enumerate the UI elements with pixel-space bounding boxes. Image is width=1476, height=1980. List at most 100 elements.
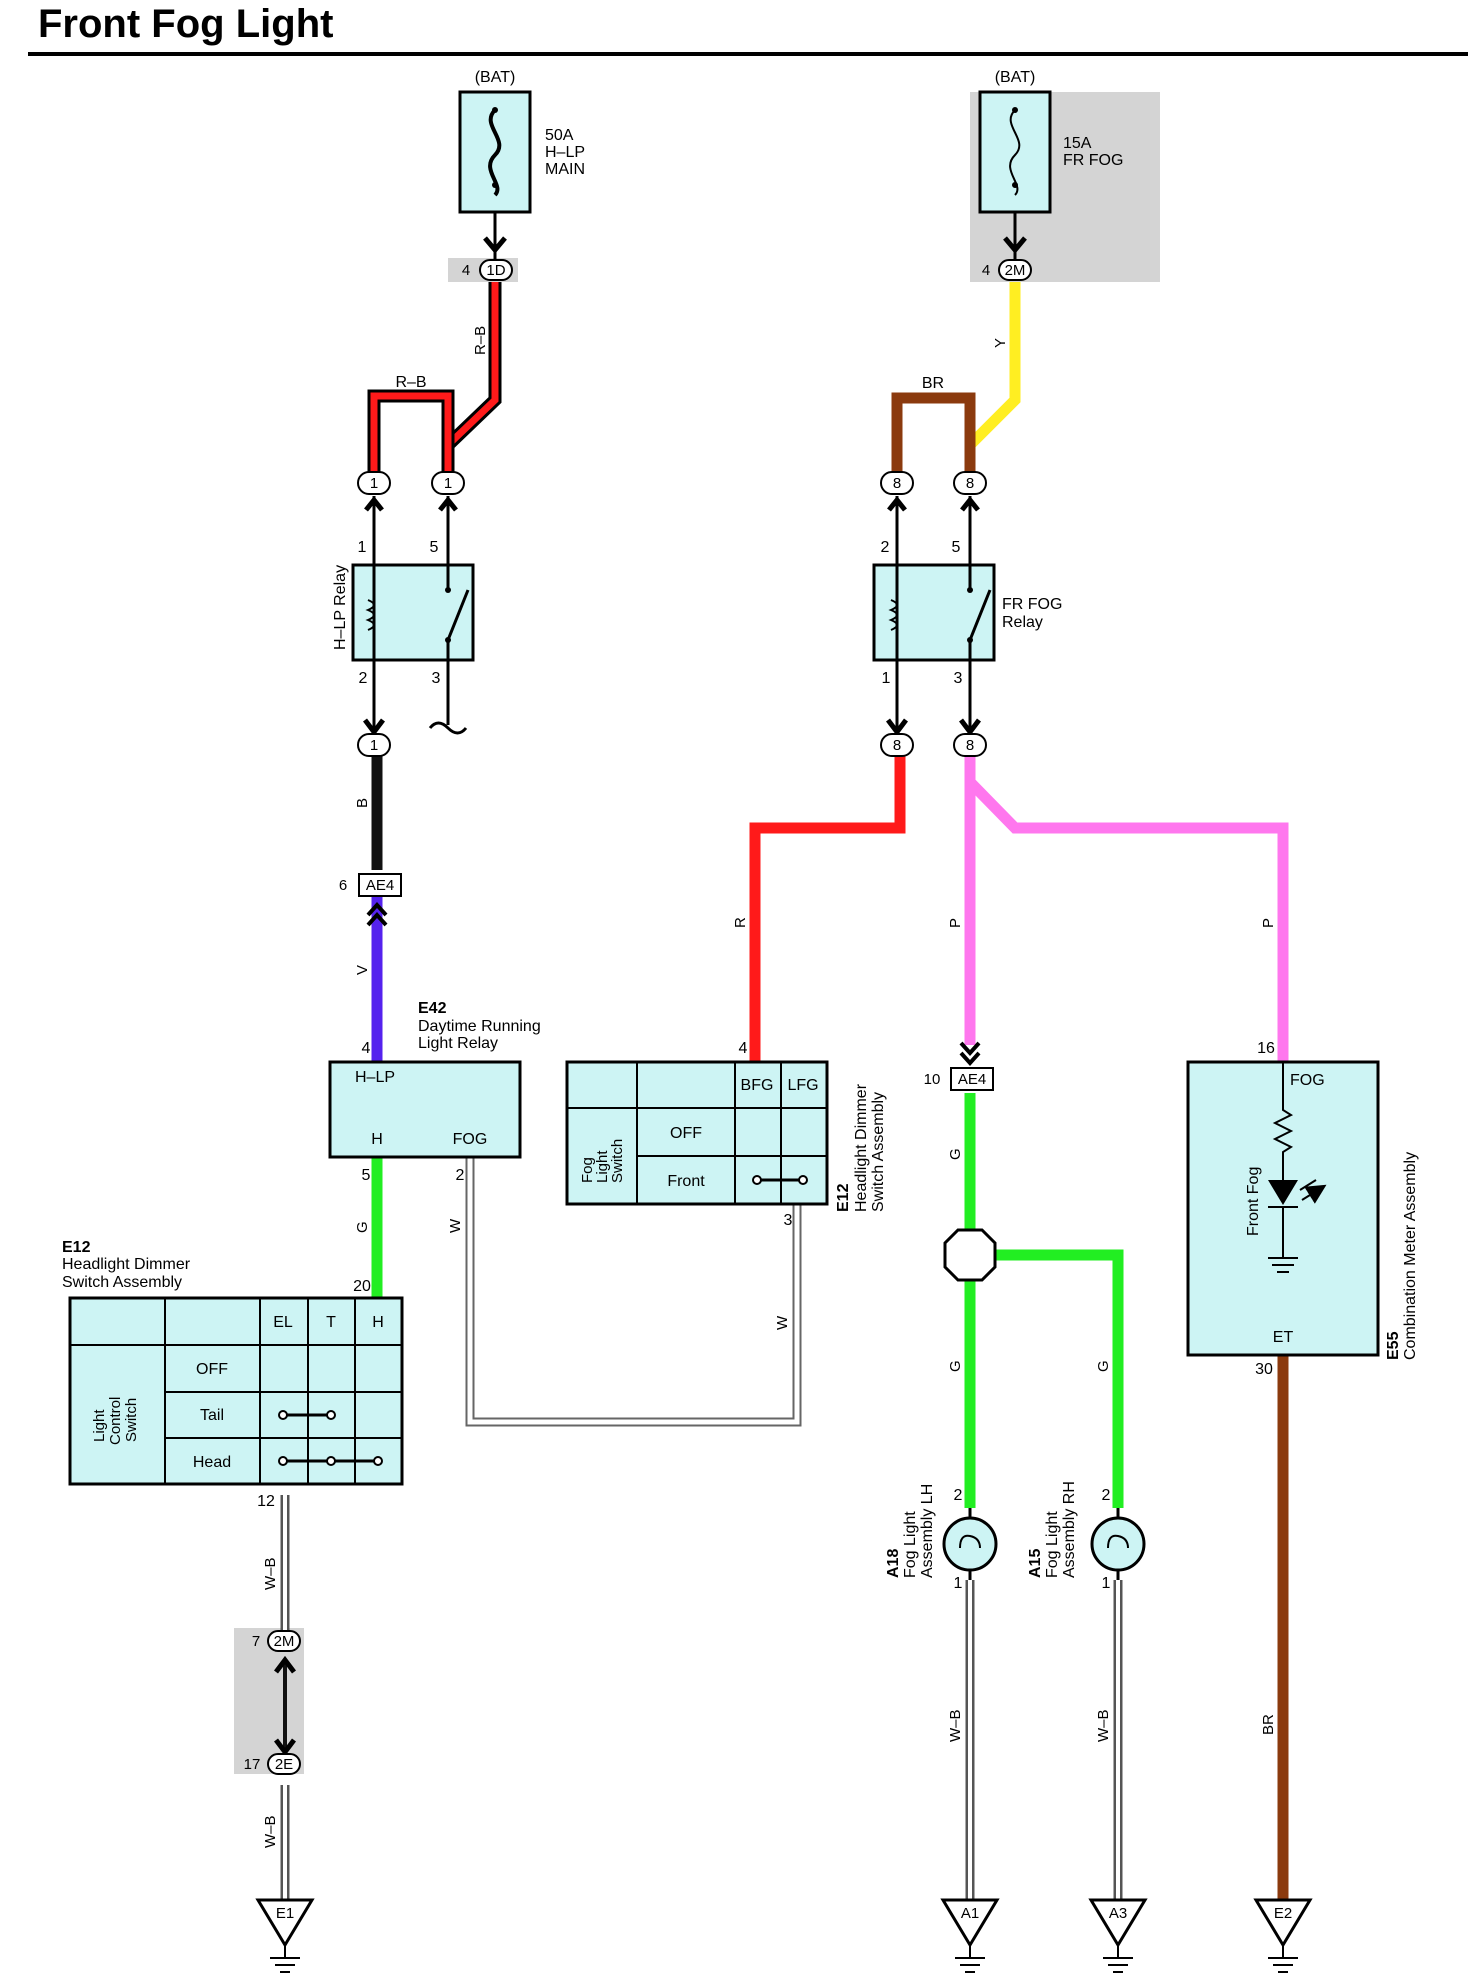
svg-text:G: G xyxy=(947,1360,964,1372)
svg-text:B: B xyxy=(354,798,371,808)
svg-text:OFF: OFF xyxy=(670,1125,702,1142)
svg-text:1: 1 xyxy=(370,475,378,492)
svg-text:W–B: W–B xyxy=(262,1557,279,1590)
svg-text:12: 12 xyxy=(257,1493,275,1510)
svg-text:5: 5 xyxy=(952,539,961,556)
svg-text:E12: E12 xyxy=(62,1239,91,1256)
svg-text:5: 5 xyxy=(362,1167,371,1184)
fog-light-rh: 2 1 A15 Fog Light Assembly RH xyxy=(1027,1481,1146,1592)
svg-text:E42: E42 xyxy=(418,1000,447,1017)
svg-text:5: 5 xyxy=(430,539,439,556)
svg-text:A1: A1 xyxy=(961,1905,979,1922)
fuse-15a: (BAT) 15A FR FOG xyxy=(978,69,1123,214)
ground-a1: A1 xyxy=(940,1898,1000,1973)
svg-text:1: 1 xyxy=(882,670,891,687)
svg-text:ET: ET xyxy=(1273,1329,1294,1346)
svg-text:(BAT): (BAT) xyxy=(475,69,516,86)
svg-text:Head: Head xyxy=(193,1454,231,1471)
svg-text:17: 17 xyxy=(244,1756,261,1773)
svg-text:P: P xyxy=(1260,918,1277,928)
svg-text:2: 2 xyxy=(1102,1487,1111,1504)
svg-text:Assembly RH: Assembly RH xyxy=(1061,1481,1078,1578)
svg-text:Light Relay: Light Relay xyxy=(418,1035,498,1052)
svg-text:Headlight Dimmer: Headlight Dimmer xyxy=(62,1256,191,1273)
svg-text:E1: E1 xyxy=(276,1905,294,1922)
wire-labels: R–B R–B Y BR B V R P P G W W G G G W–B W… xyxy=(262,326,1277,1848)
svg-text:BR: BR xyxy=(922,375,944,392)
svg-text:G: G xyxy=(354,1221,371,1233)
svg-text:H: H xyxy=(371,1131,383,1148)
svg-text:15A: 15A xyxy=(1063,135,1092,152)
svg-text:Switch Assembly: Switch Assembly xyxy=(62,1274,182,1291)
svg-text:2: 2 xyxy=(456,1167,465,1184)
svg-text:1: 1 xyxy=(1102,1575,1111,1592)
svg-text:V: V xyxy=(354,965,371,975)
page-title: Front Fog Light xyxy=(38,2,334,46)
conn-1d: 1D 4 xyxy=(462,236,513,281)
conn-2m-top: 2M 4 xyxy=(982,236,1032,281)
svg-text:Relay: Relay xyxy=(1002,614,1043,631)
svg-text:(BAT): (BAT) xyxy=(995,69,1036,86)
wire-r xyxy=(749,755,906,1062)
fog-light-lh: 2 1 A18 Fog Light Assembly LH xyxy=(885,1484,998,1592)
svg-text:3: 3 xyxy=(784,1212,793,1229)
wire-br-loop xyxy=(891,392,976,472)
svg-text:1: 1 xyxy=(370,737,378,754)
svg-text:1D: 1D xyxy=(486,262,505,279)
wire-y xyxy=(964,282,1021,472)
svg-text:2: 2 xyxy=(954,1487,963,1504)
conn-2m-bottom: 2M 7 xyxy=(252,1630,301,1674)
svg-text:AE4: AE4 xyxy=(366,877,394,894)
svg-text:Light: Light xyxy=(91,1409,108,1442)
svg-text:Switch: Switch xyxy=(123,1398,140,1442)
wire-p xyxy=(964,755,1289,1062)
svg-text:20: 20 xyxy=(353,1278,371,1295)
fuse-50a: (BAT) 50A H–LP MAIN xyxy=(458,69,585,214)
svg-text:FR FOG: FR FOG xyxy=(1002,596,1062,613)
fog-light-switch: 4 BFG LFG OFF Front Fog Light Switch 3 E… xyxy=(565,1040,887,1229)
svg-text:8: 8 xyxy=(893,475,901,492)
combination-meter: 16 FOG Front Fog ET 30 E55 Combination M… xyxy=(1186,1040,1419,1378)
conn-2m-2e-shade xyxy=(234,1628,304,1774)
svg-text:7: 7 xyxy=(252,1633,260,1650)
svg-text:E55: E55 xyxy=(1385,1331,1402,1360)
svg-text:10: 10 xyxy=(924,1071,941,1088)
svg-text:Y: Y xyxy=(992,338,1009,348)
ground-a3: A3 xyxy=(1088,1898,1148,1973)
svg-text:1: 1 xyxy=(444,475,452,492)
splice-junction xyxy=(943,1228,997,1282)
svg-text:1: 1 xyxy=(954,1575,963,1592)
svg-text:G: G xyxy=(1095,1360,1112,1372)
svg-text:Front Fog: Front Fog xyxy=(1245,1167,1262,1236)
svg-text:8: 8 xyxy=(966,475,974,492)
svg-text:Tail: Tail xyxy=(200,1407,224,1424)
svg-text:8: 8 xyxy=(893,737,901,754)
svg-text:A18: A18 xyxy=(885,1549,902,1578)
fog-relay: 8 8 2 5 FR FOG Relay 1 3 8 8 xyxy=(872,471,1062,757)
svg-text:2: 2 xyxy=(359,670,368,687)
svg-text:R–B: R–B xyxy=(395,374,426,391)
svg-text:AE4: AE4 xyxy=(958,1071,986,1088)
svg-text:Light: Light xyxy=(594,1150,611,1183)
svg-text:A15: A15 xyxy=(1027,1549,1044,1578)
svg-text:H: H xyxy=(372,1314,384,1331)
svg-text:E2: E2 xyxy=(1274,1905,1292,1922)
svg-text:W–B: W–B xyxy=(947,1709,964,1742)
svg-text:2M: 2M xyxy=(1005,262,1026,279)
svg-text:H–LP: H–LP xyxy=(545,144,585,161)
hlp-relay: 1 1 1 5 H–LP Relay 2 3 1 xyxy=(332,471,475,757)
title-rule xyxy=(28,52,1468,56)
svg-text:Fog Light: Fog Light xyxy=(1044,1511,1061,1578)
svg-text:6: 6 xyxy=(339,877,347,894)
svg-text:30: 30 xyxy=(1255,1361,1273,1378)
svg-text:Fog: Fog xyxy=(579,1157,596,1183)
wire-wb xyxy=(280,1495,1123,1900)
svg-text:Control: Control xyxy=(107,1397,124,1445)
svg-text:W–B: W–B xyxy=(1095,1709,1112,1742)
svg-text:Daytime Running: Daytime Running xyxy=(418,1018,541,1035)
wire-w xyxy=(465,1157,802,1427)
svg-text:4: 4 xyxy=(362,1040,371,1057)
conn-ae4-right: AE4 10 xyxy=(924,1041,994,1091)
light-control-switch: E12 Headlight Dimmer Switch Assembly 20 … xyxy=(62,1239,404,1510)
